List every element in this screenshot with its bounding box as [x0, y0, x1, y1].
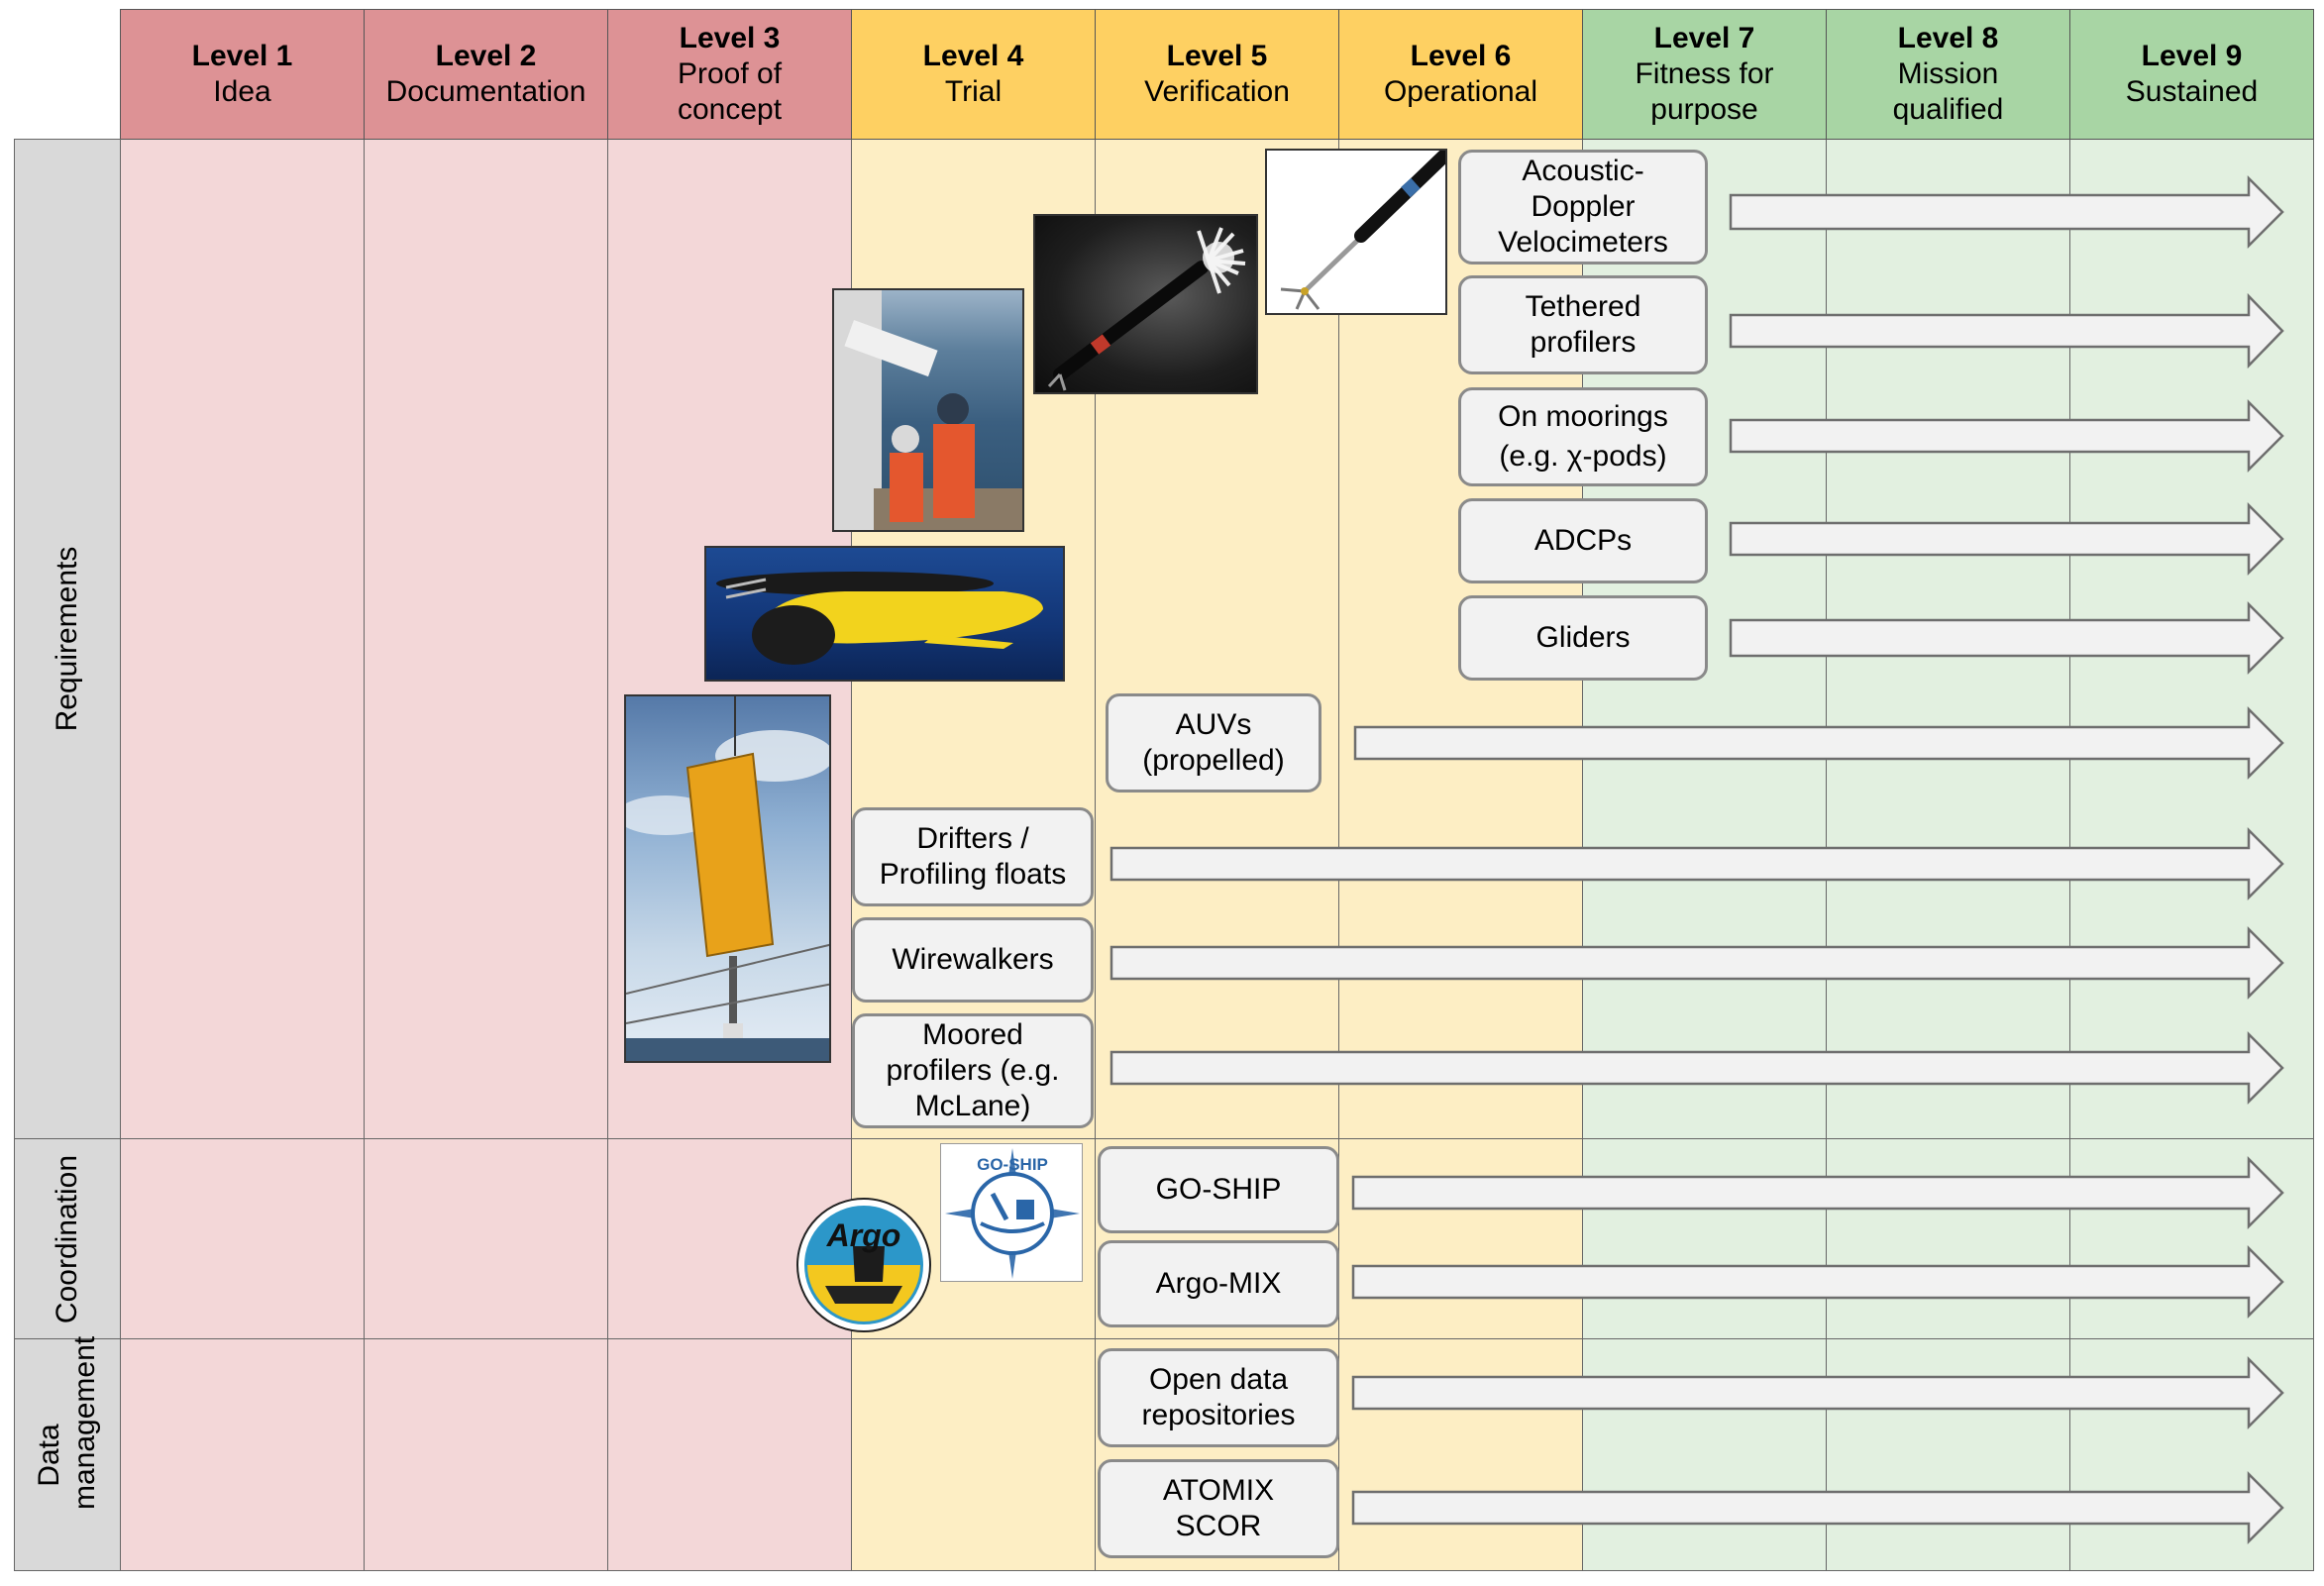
- level-desc: Sustained: [2125, 75, 2259, 108]
- arrow-adv: [1729, 174, 2284, 250]
- photo-ship-deployment: [832, 288, 1024, 532]
- item-label: Argo-MIX: [1155, 1267, 1282, 1300]
- arrow-wirewalkers: [1109, 925, 2284, 1001]
- item-label: Open data repositories: [1141, 1363, 1296, 1431]
- header-level-8: Level 8 Mission qualified: [1826, 9, 2070, 140]
- level-desc: Fitness for purpose: [1635, 57, 1774, 126]
- column-level-1: [120, 139, 365, 1571]
- arrow-opendata: [1351, 1355, 2284, 1430]
- arrow-moorings: [1729, 398, 2284, 474]
- level-desc: Mission qualified: [1892, 57, 2004, 126]
- photo-glider: [704, 546, 1065, 682]
- item-tethered-profilers: Tethered profilers: [1458, 275, 1708, 374]
- goship-logo-text: GO-SHIP: [977, 1155, 1048, 1174]
- level-name: Level 1: [191, 40, 293, 72]
- item-label: Tethered profilers: [1525, 290, 1641, 359]
- item-label: On moorings (e.g. χ-pods): [1498, 400, 1668, 473]
- item-open-data-repositories: Open data repositories: [1098, 1348, 1339, 1447]
- header-level-3: Level 3 Proof of concept: [607, 9, 852, 140]
- row-divider-data-management: [14, 1338, 2314, 1339]
- photo-wirewalker: [624, 694, 831, 1063]
- level-desc: Idea: [213, 75, 271, 108]
- item-moored-profilers: Moored profilers (e.g. McLane): [852, 1013, 1094, 1128]
- arrow-argomix: [1351, 1244, 2284, 1320]
- item-label: ATOMIX SCOR: [1162, 1474, 1275, 1542]
- item-label: Drifters / Profiling floats: [879, 822, 1067, 891]
- item-gliders: Gliders: [1458, 595, 1708, 681]
- item-on-moorings: On moorings (e.g. χ-pods): [1458, 387, 1708, 486]
- level-desc: Verification: [1144, 75, 1290, 108]
- item-label: ADCPs: [1533, 524, 1633, 557]
- header-level-9: Level 9 Sustained: [2069, 9, 2314, 140]
- header-level-2: Level 2 Documentation: [364, 9, 608, 140]
- photo-tethered-profiler: [1033, 214, 1258, 394]
- item-go-ship: GO-SHIP: [1098, 1146, 1339, 1233]
- item-label: Acoustic-Doppler Velocimeters: [1498, 155, 1668, 259]
- item-label: Moored profilers (e.g. McLane): [886, 1018, 1060, 1122]
- row-divider-coordination: [14, 1138, 2314, 1139]
- arrow-auvs: [1353, 705, 2284, 781]
- photo-velocimeter-instrument: [1265, 149, 1447, 315]
- item-drifters-profiling-floats: Drifters / Profiling floats: [852, 807, 1094, 906]
- level-desc: Documentation: [385, 75, 586, 108]
- arrow-adcps: [1729, 501, 2284, 577]
- column-level-2: [364, 139, 608, 1571]
- level-name: Level 7: [1653, 22, 1755, 54]
- item-auvs: AUVs (propelled): [1106, 693, 1321, 793]
- item-adcps: ADCPs: [1458, 498, 1708, 583]
- arrow-goship: [1351, 1155, 2284, 1230]
- level-name: Level 6: [1410, 40, 1512, 72]
- item-acoustic-doppler-velocimeters: Acoustic-Doppler Velocimeters: [1458, 150, 1708, 264]
- arrow-drifters: [1109, 826, 2284, 901]
- arrow-gliders: [1729, 600, 2284, 676]
- item-label: GO-SHIP: [1155, 1173, 1282, 1206]
- level-name: Level 3: [679, 22, 781, 54]
- header-level-6: Level 6 Operational: [1338, 9, 1583, 140]
- level-desc: Operational: [1383, 75, 1538, 108]
- item-label: Gliders: [1535, 621, 1631, 654]
- goship-logo: GO-SHIP: [940, 1143, 1083, 1282]
- item-label: AUVs (propelled): [1142, 708, 1285, 777]
- argo-logo-text: Argo: [826, 1217, 901, 1253]
- header-level-1: Level 1 Idea: [120, 9, 365, 140]
- level-desc: Proof of concept: [677, 57, 783, 126]
- item-argo-mix: Argo-MIX: [1098, 1240, 1339, 1327]
- level-name: Level 2: [435, 40, 537, 72]
- header-level-7: Level 7 Fitness for purpose: [1582, 9, 1827, 140]
- table-bottom-border: [14, 1570, 2314, 1571]
- header-level-5: Level 5 Verification: [1095, 9, 1339, 140]
- arrow-atomix: [1351, 1470, 2284, 1545]
- level-name: Level 5: [1166, 40, 1268, 72]
- level-name: Level 9: [2141, 40, 2243, 72]
- item-label: Wirewalkers: [892, 943, 1054, 976]
- arrow-moored: [1109, 1030, 2284, 1106]
- level-desc: Trial: [944, 75, 1003, 108]
- level-name: Level 8: [1897, 22, 1999, 54]
- row-label-requirements: Requirements: [14, 139, 121, 1139]
- level-name: Level 4: [922, 40, 1024, 72]
- header-level-4: Level 4 Trial: [851, 9, 1096, 140]
- arrow-tethered: [1729, 292, 2284, 370]
- item-wirewalkers: Wirewalkers: [852, 917, 1094, 1003]
- row-label-data-management: Data management: [14, 1335, 121, 1571]
- item-atomix-scor: ATOMIX SCOR: [1098, 1459, 1339, 1558]
- argo-logo: Argo: [795, 1197, 932, 1333]
- row-label-coordination: Coordination: [14, 1138, 121, 1339]
